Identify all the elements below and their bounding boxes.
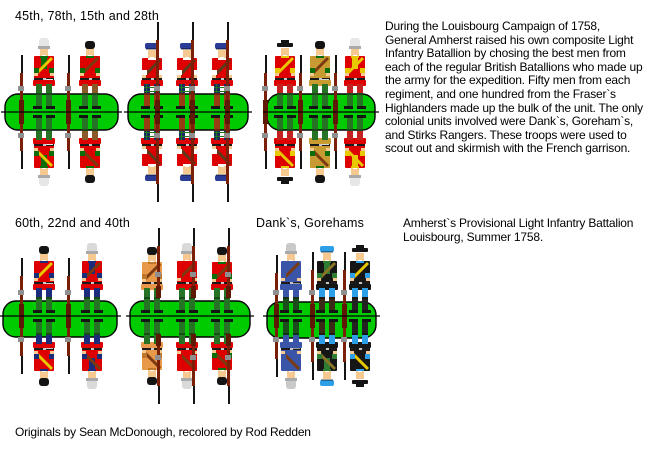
strip-danks-gorehams [263,243,380,389]
musket-icon [18,112,24,169]
musket-icon [297,55,303,112]
musket-icon [65,316,71,374]
musket-icon [262,55,268,112]
soldier-figure [211,319,233,404]
musket-icon [65,258,71,316]
front-rank [273,243,371,316]
soldier-figure [65,243,103,316]
strip-78th-highlanders [124,22,252,202]
soldier-figure [176,112,198,202]
campaign-description: During the Louisbourg Campaign of 1758, … [385,19,643,156]
plate-caption: Amherst`s Provisional Light Infantry Bat… [403,216,634,244]
soldier-figure [176,319,198,404]
soldier-figure [65,112,101,183]
front-rank [141,228,233,313]
strip-45th-15th [1,38,122,186]
front-rank [141,22,233,112]
soldier-figure [262,40,296,112]
soldier-figure [176,228,198,313]
soldier-figure [141,319,163,404]
strip-60th-22nd [0,243,121,389]
musket-icon [190,334,196,404]
musket-icon [155,334,161,404]
musket-icon [18,55,24,112]
soldier-figure [176,22,198,112]
soldier-figure [18,316,55,386]
musket-icon [297,112,303,169]
soldier-figure [341,245,371,316]
front-rank [18,38,101,112]
musket-icon [225,334,231,404]
musket-icon [341,252,347,316]
musket-icon [154,22,160,112]
soldier-figure [273,243,302,316]
regiment-label-bottom-right: Dank`s, Gorehams [256,216,365,230]
musket-icon [224,22,230,112]
soldier-figure [18,112,55,186]
strip-40th-rangers [126,228,254,404]
strip-28th [262,38,379,186]
soldier-figure [18,246,55,316]
soldier-figure [141,22,163,112]
soldier-figure [297,41,331,112]
soldier-figure [332,38,366,112]
musket-icon [189,22,195,112]
soldier-figure [18,38,55,112]
musket-icon [189,112,195,202]
credit-line: Originals by Sean McDonough, recolored b… [15,425,311,439]
musket-icon [18,316,24,374]
soldier-figure [65,41,101,112]
musket-icon [332,112,338,169]
musket-icon [309,316,315,380]
front-rank [262,38,366,112]
musket-icon [225,228,231,298]
musket-icon [332,55,338,112]
mirrored-rank [18,112,101,186]
mirrored-rank [141,112,233,202]
soldier-figure [309,316,338,386]
musket-icon [65,55,71,112]
musket-icon [341,316,347,380]
front-rank [18,243,103,316]
soldier-figure [262,112,296,184]
mirrored-rank [18,316,103,389]
musket-icon [65,112,71,169]
musket-icon [262,112,268,169]
soldier-figure [341,316,371,387]
musket-icon [154,112,160,202]
mirrored-rank [262,112,366,186]
soldier-figure [309,246,338,316]
musket-icon [273,316,279,377]
musket-icon [190,228,196,298]
soldier-figure [211,22,233,112]
soldier-figure [211,112,233,202]
soldier-figure [141,112,163,202]
regiment-label-bottom-left: 60th, 22nd and 40th [15,216,131,230]
musket-icon [273,255,279,316]
musket-icon [224,112,230,202]
musket-icon [18,258,24,316]
musket-icon [155,228,161,298]
soldier-figure [297,112,331,183]
mirrored-rank [141,319,233,404]
soldier-figure [141,228,163,313]
soldier-figure [65,316,103,389]
musket-icon [309,252,315,316]
soldier-figure [211,228,233,313]
mirrored-rank [273,316,371,389]
soldier-figure [273,316,302,389]
regiment-label-top: 45th, 78th, 15th and 28th [15,9,160,23]
soldier-figure [332,112,366,186]
